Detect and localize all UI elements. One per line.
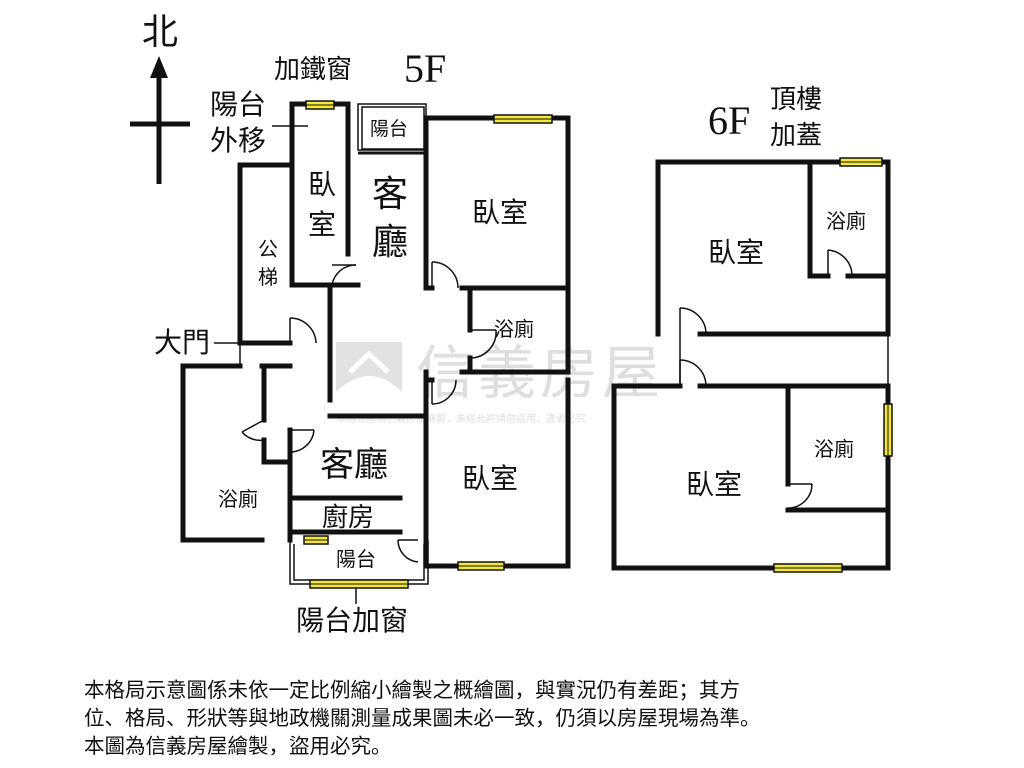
floor6-connector (679, 334, 889, 386)
door-swing-icon (289, 429, 315, 453)
door-swing-icon (397, 539, 419, 563)
room-kitchen: 廚房 (322, 503, 374, 533)
room-6f-bath-bottom: 浴廁 (814, 437, 854, 461)
room-bedroom-bottom: 臥室 (462, 462, 518, 495)
room-balcony-top: 陽台 (370, 118, 408, 140)
disclaimer-line-3: 本圖為信義房屋繪製，盜用必究。 (84, 734, 392, 758)
door-swing-icon (331, 264, 357, 286)
floor6-walls (611, 159, 891, 571)
window-icon (309, 579, 409, 589)
window-icon (305, 100, 335, 110)
floor6-room-labels: 臥室 浴廁 臥室 浴廁 (686, 209, 866, 501)
floor-plan: 信義房屋 本格局圖為信義房屋繪製，未經允許請勿盜用，違者必究 北 5F 加鐵窗 … (130, 12, 893, 637)
disclaimer: 本格局示意圖係未依一定比例縮小繪製之概繪圖，與實況仍有差距；其方 位、格局、形狀… (84, 676, 984, 760)
room-6f-bedroom-top: 臥室 (708, 236, 764, 269)
balcony-moved-label-1: 陽台 (210, 88, 266, 121)
room-stair-1: 公 (258, 237, 278, 261)
balcony-window-label: 陽台加窗 (296, 604, 408, 637)
door-swing-icon (679, 307, 707, 335)
north-arrow-icon (130, 56, 190, 184)
door-swing-icon (469, 329, 497, 359)
door-swing-icon (787, 483, 813, 509)
floor5-room-labels: 陽台 臥 室 客 廳 公 梯 臥室 浴廁 浴廁 客廳 臥室 廚房 陽台 (218, 118, 534, 571)
floor6-windows (773, 157, 893, 573)
floor6-title: 6F (708, 98, 750, 143)
compass: 北 (130, 12, 190, 184)
north-label: 北 (142, 12, 178, 53)
room-bath-left: 浴廁 (218, 487, 258, 511)
window-icon (883, 403, 893, 457)
room-bedroom-small-2: 室 (308, 208, 336, 241)
window-icon (493, 114, 553, 124)
door-swing-icon (827, 249, 853, 277)
main-door-label: 大門 (154, 326, 210, 359)
room-bedroom-small-1: 臥 (308, 168, 336, 201)
window-icon (303, 535, 329, 545)
balcony-moved-label-2: 外移 (210, 124, 266, 157)
watermark: 信義房屋 本格局圖為信義房屋繪製，未經允許請勿盜用，違者必究 (336, 339, 660, 425)
room-living-top-1: 客 (372, 174, 408, 215)
watermark-logo-icon (336, 342, 402, 400)
floor5-walls (180, 101, 571, 569)
window-icon (773, 563, 843, 573)
floor6-note-2: 加蓋 (770, 121, 822, 151)
room-living-top-2: 廳 (372, 222, 408, 263)
iron-window-label: 加鐵窗 (274, 55, 352, 85)
room-6f-bath-top: 浴廁 (826, 209, 866, 233)
door-swing-icon (431, 379, 457, 405)
floor6-note-1: 頂樓 (770, 85, 822, 115)
room-balcony-bottom: 陽台 (336, 547, 376, 571)
floor5-windows (303, 100, 553, 589)
floor5-title: 5F (404, 46, 446, 91)
room-bedroom-right: 臥室 (472, 196, 528, 229)
door-swing-icon (431, 261, 459, 289)
door-swing-icon (289, 317, 317, 344)
window-icon (457, 561, 505, 571)
room-living-bottom: 客廳 (320, 445, 388, 485)
door-swing-icon (679, 359, 707, 387)
floor5-doors (241, 261, 497, 563)
room-stair-2: 梯 (258, 265, 278, 289)
floor6-doors (679, 249, 853, 509)
disclaimer-line-2: 位、格局、形狀等與地政機關測量成果圖未必一致，仍須以房屋現場為準。 (84, 706, 761, 730)
disclaimer-line-1: 本格局示意圖係未依一定比例縮小繪製之概繪圖，與實況仍有差距；其方 (84, 678, 740, 702)
door-swing-icon (241, 419, 265, 442)
window-icon (839, 157, 883, 167)
room-6f-bedroom-bottom: 臥室 (686, 468, 742, 501)
room-bath-mid: 浴廁 (494, 317, 534, 341)
